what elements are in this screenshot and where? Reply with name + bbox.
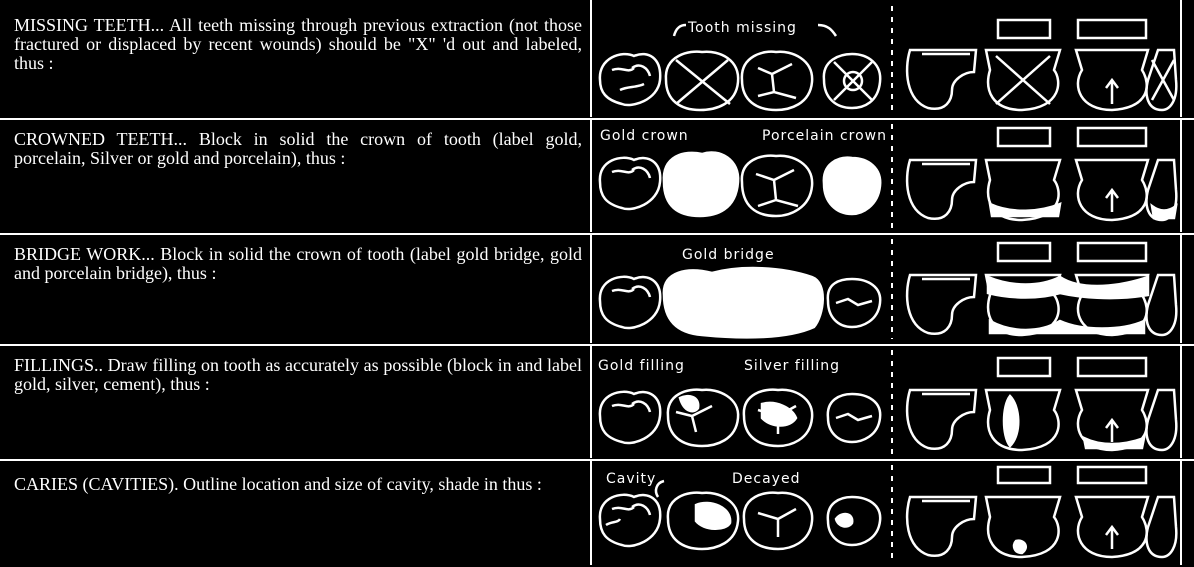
missing-teeth-diagram: Tooth missing bbox=[590, 0, 1182, 117]
label-gold-crown: Gold crown bbox=[600, 128, 689, 144]
label-porcelain-crown: Porcelain crown bbox=[762, 128, 887, 144]
row-crowned-teeth: CROWNED TEETH... Block in solid the crow… bbox=[0, 120, 1194, 232]
crowned-teeth-drawing: Gold crown Porcelain crown bbox=[592, 120, 1180, 232]
label-gold-bridge: Gold bridge bbox=[682, 247, 775, 263]
label-cavity: Cavity bbox=[606, 471, 656, 487]
fillings-description: FILLINGS.. Draw filling on tooth as accu… bbox=[0, 346, 588, 458]
caries-diagram: Cavity Decayed bbox=[590, 461, 1182, 565]
label-gold-filling: Gold filling bbox=[598, 358, 685, 374]
missing-teeth-description: MISSING TEETH... All teeth missing throu… bbox=[0, 0, 588, 117]
fillings-drawing: Gold filling Silver filling bbox=[592, 346, 1180, 458]
crowned-teeth-diagram: Gold crown Porcelain crown bbox=[590, 120, 1182, 232]
bridge-work-description: BRIDGE WORK... Block in solid the crown … bbox=[0, 235, 588, 343]
crowned-teeth-description: CROWNED TEETH... Block in solid the crow… bbox=[0, 120, 588, 232]
caries-description: CARIES (CAVITIES). Outline location and … bbox=[0, 461, 588, 565]
missing-teeth-drawing: Tooth missing bbox=[592, 0, 1180, 117]
row-fillings: FILLINGS.. Draw filling on tooth as accu… bbox=[0, 346, 1194, 458]
caries-drawing: Cavity Decayed bbox=[592, 461, 1180, 565]
fillings-diagram: Gold filling Silver filling bbox=[590, 346, 1182, 458]
bridge-work-diagram: Gold bridge bbox=[590, 235, 1182, 343]
row-bridge-work: BRIDGE WORK... Block in solid the crown … bbox=[0, 235, 1194, 343]
label-silver-filling: Silver filling bbox=[744, 358, 840, 374]
label-decayed: Decayed bbox=[732, 471, 800, 487]
row-missing-teeth: MISSING TEETH... All teeth missing throu… bbox=[0, 0, 1194, 117]
label-tooth-missing: Tooth missing bbox=[687, 20, 797, 36]
bridge-work-drawing: Gold bridge bbox=[592, 235, 1180, 343]
row-caries: CARIES (CAVITIES). Outline location and … bbox=[0, 461, 1194, 565]
